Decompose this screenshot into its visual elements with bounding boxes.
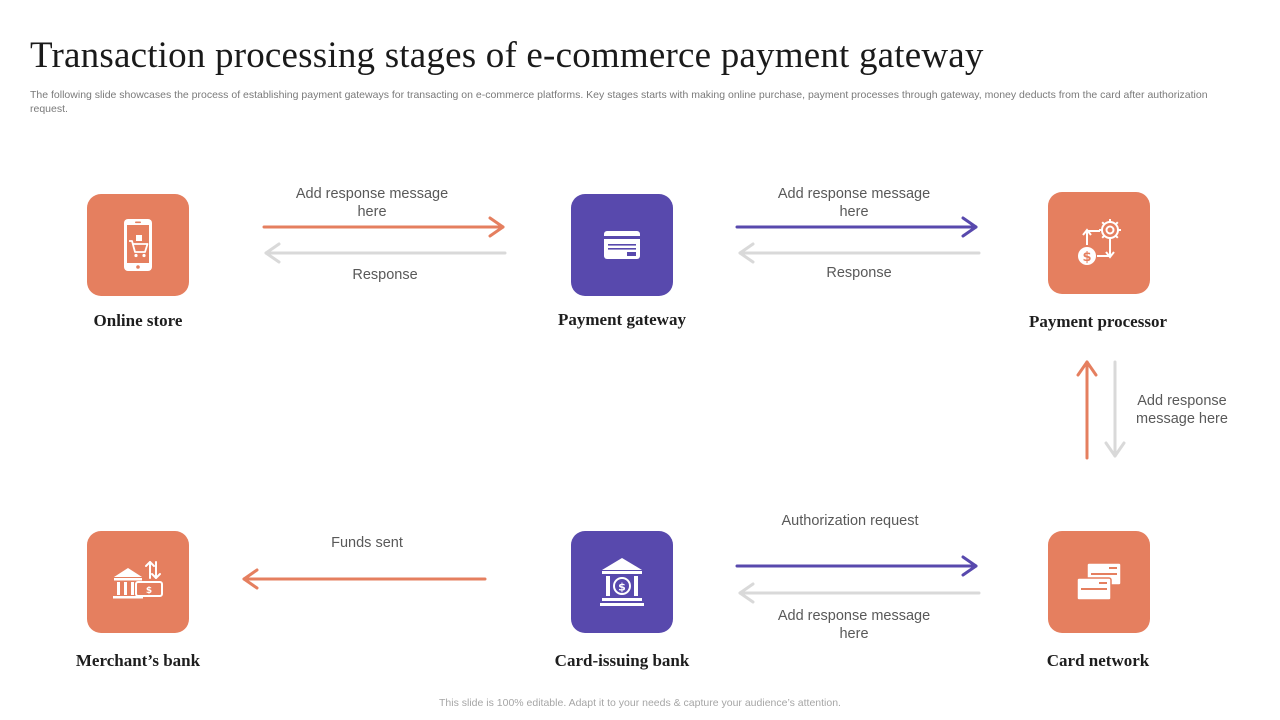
card-network-label: Card network <box>1046 651 1150 670</box>
payment-processor-label: Payment processor <box>1028 312 1168 331</box>
message-processor-to-gateway: Response <box>826 265 892 281</box>
arrow-network-to-issuing <box>738 582 981 604</box>
card-issuing-bank-label: Card-issuing bank <box>554 651 690 670</box>
online-store-label: Online store <box>93 311 183 330</box>
svg-text:$: $ <box>146 586 152 596</box>
message-processor-network: Add response message here <box>1136 393 1228 427</box>
arrow-gateway-to-store <box>264 242 507 264</box>
svg-text:$: $ <box>1082 250 1091 265</box>
stacked-cards-icon <box>1076 562 1122 601</box>
message-store-to-gateway: Add response message here <box>295 186 449 220</box>
card-issuing-bank-node: $ <box>571 531 673 633</box>
credit-card-icon <box>604 231 640 259</box>
payment-gateway-label: Payment gateway <box>558 310 686 329</box>
arrow-issuing-to-network <box>735 555 978 577</box>
message-gateway-to-store: Response <box>352 267 418 283</box>
payment-processor-node: $ <box>1048 192 1150 294</box>
arrow-issuing-to-merchant <box>242 568 487 590</box>
bank-dollar-icon: $ <box>600 558 644 606</box>
bank-cash-transfer-icon: $ <box>113 561 163 599</box>
online-store-node <box>87 194 189 296</box>
page-title: Transaction processing stages of e-comme… <box>30 35 984 76</box>
message-authorization-request: Authorization request <box>781 513 919 529</box>
merchants-bank-node: $ <box>87 531 189 633</box>
arrow-processor-to-gateway <box>738 242 981 264</box>
dollar-gear-exchange-icon: $ <box>1078 219 1121 265</box>
message-issuing-to-network-response: Add response message here <box>777 608 931 642</box>
message-gateway-to-processor: Add response message here <box>777 186 931 220</box>
arrow-network-to-processor <box>1076 360 1098 460</box>
svg-text:$: $ <box>618 581 626 594</box>
footer-note: This slide is 100% editable. Adapt it to… <box>439 697 841 709</box>
merchants-bank-label: Merchant’s bank <box>75 651 201 670</box>
page-subtitle: The following slide showcases the proces… <box>30 89 1208 115</box>
payment-gateway-node <box>571 194 673 296</box>
mobile-shopping-cart-icon <box>124 219 152 271</box>
card-network-node <box>1048 531 1150 633</box>
message-funds-sent: Funds sent <box>331 535 403 551</box>
